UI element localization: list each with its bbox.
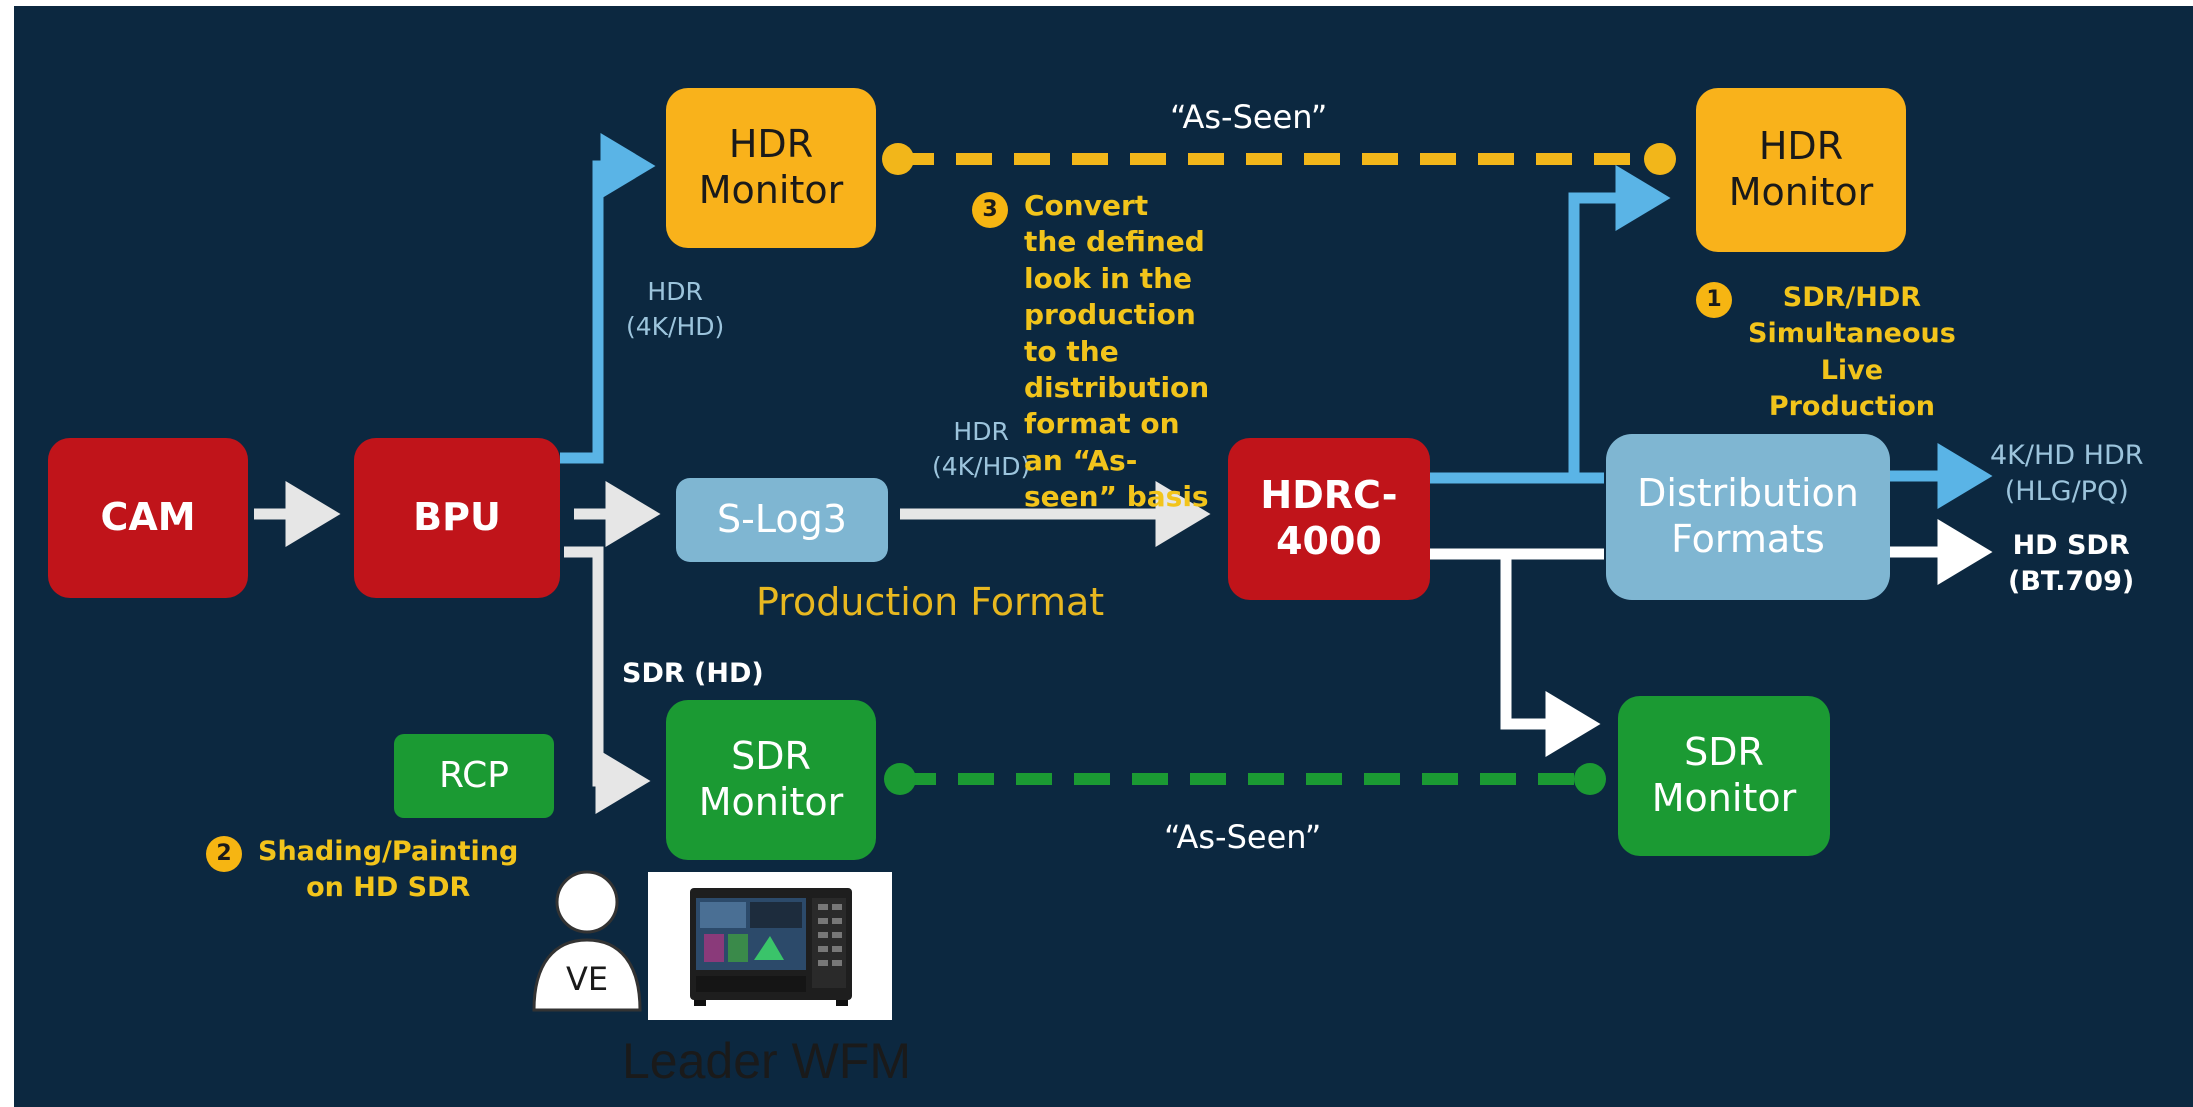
note-1-text: SDR/HDR Simultaneous Live Production bbox=[1748, 282, 1956, 423]
note-3-number: 3 bbox=[972, 192, 1008, 228]
arrow-to-hdr-monitor-right bbox=[1568, 165, 1671, 478]
sdr-monitor-right: SDR Monitor bbox=[1618, 696, 1830, 856]
note-3-text: Convert the defined look in the producti… bbox=[1024, 189, 1210, 514]
hdr-4k-hd-middle-label: HDR (4K/HD) bbox=[932, 417, 1031, 481]
connector-layer bbox=[254, 133, 1993, 814]
arrow-bpu-hdr-monitor bbox=[560, 133, 656, 464]
sdr-hd-label: SDR (HD) bbox=[622, 658, 764, 689]
as-seen-sdr-dot-right bbox=[1574, 763, 1606, 795]
arrow-to-sdr-monitor-right bbox=[1500, 554, 1601, 757]
note-2-number: 2 bbox=[206, 836, 242, 872]
as-seen-hdr-dot-right bbox=[1644, 143, 1676, 175]
as-seen-bottom-label: “As-Seen” bbox=[1164, 818, 1322, 856]
bpu-box: BPU bbox=[354, 438, 560, 598]
output-hdr-label: 4K/HD HDR (HLG/PQ) bbox=[1990, 440, 2144, 508]
note-2-text: Shading/Painting on HD SDR bbox=[258, 836, 519, 904]
output-sdr-label: HD SDR (BT.709) bbox=[2008, 530, 2135, 598]
hdr-4k-hd-left-label: HDR (4K/HD) bbox=[626, 277, 725, 341]
ve-label: VE bbox=[566, 960, 608, 998]
hdrc-4000-box: HDRC- 4000 bbox=[1228, 438, 1430, 600]
note-1-number: 1 bbox=[1696, 282, 1732, 318]
cam-box: CAM bbox=[48, 438, 248, 598]
leader-wfm-panel bbox=[648, 872, 892, 1020]
hdr-monitor-right: HDR Monitor bbox=[1696, 88, 1906, 252]
rcp-box: RCP bbox=[394, 734, 554, 818]
leader-wfm-caption: Leader WFM bbox=[622, 1033, 911, 1089]
slog3-box: S-Log3 bbox=[676, 478, 888, 562]
diagram-canvas: CAM BPU S-Log3 HDRC- 4000 Distribution F… bbox=[14, 6, 2193, 1107]
sdr-monitor-left: SDR Monitor bbox=[666, 700, 876, 860]
waveform-monitor-device-icon bbox=[690, 888, 852, 1006]
as-seen-top-label: “As-Seen” bbox=[1170, 98, 1328, 136]
hdr-monitor-left: HDR Monitor bbox=[666, 88, 876, 248]
production-format-label: Production Format bbox=[756, 580, 1105, 624]
arrow-bpu-sdr-monitor bbox=[564, 546, 651, 814]
distribution-formats-box: Distribution Formats bbox=[1606, 434, 1890, 600]
video-engineer-icon: VE bbox=[532, 870, 642, 1012]
as-seen-hdr-dot-left bbox=[882, 143, 914, 175]
as-seen-sdr-dot-left bbox=[884, 763, 916, 795]
